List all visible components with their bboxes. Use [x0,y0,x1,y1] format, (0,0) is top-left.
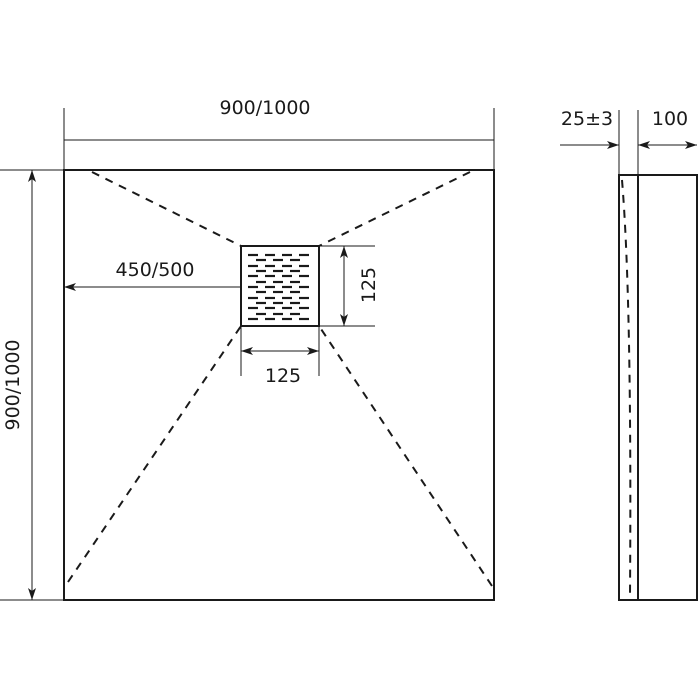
drain-height-label: 125 [358,267,380,303]
slope-line [91,171,242,247]
dimension-drain-width: 125 [240,326,320,387]
thickness-label: 25±3 [561,108,613,130]
drain-width-label: 125 [265,365,301,387]
slope-line [67,325,242,583]
side-slope-line [621,179,632,596]
tray-plan-view [63,169,495,601]
drain-slots [248,253,309,321]
drain-offset-label: 450/500 [116,259,195,281]
side-outline [618,174,698,601]
tray-width-label: 900/1000 [219,97,310,119]
dimension-drain-offset: 450/500 [64,259,241,291]
dimension-tray-length: 900/1000 [0,169,64,601]
tray-outline [63,169,495,601]
dimension-tray-width: 900/1000 [63,97,495,170]
slope-line [318,325,493,587]
dimension-drain-height: 125 [319,245,380,327]
tray-length-label: 900/1000 [2,339,24,430]
total-height-label: 100 [652,108,688,130]
tray-side-view: 25±3 100 [560,108,698,601]
drain-grate [240,245,320,327]
slope-line [318,171,471,247]
